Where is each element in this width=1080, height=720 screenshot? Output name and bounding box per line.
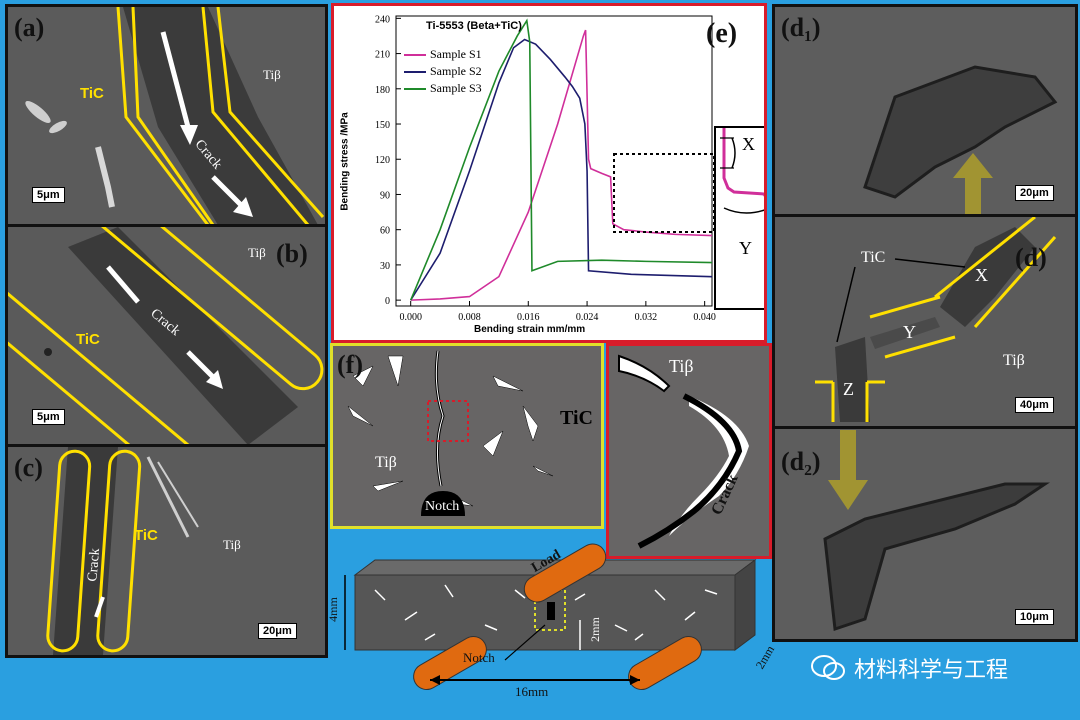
panel-d2: (d₂) 10μm bbox=[772, 426, 1078, 642]
tic-label: TiC bbox=[134, 527, 158, 544]
notch-label: Notch bbox=[425, 499, 460, 514]
panel-f-image bbox=[347, 350, 554, 516]
x-tick-label: 0.024 bbox=[576, 312, 599, 323]
y-tick-label: 150 bbox=[375, 120, 390, 131]
region-z-label: Z bbox=[843, 379, 854, 399]
y-tick-label: 90 bbox=[380, 190, 390, 201]
region-x-label: X bbox=[975, 265, 988, 285]
panel-f: (f) Tiβ Notch bbox=[330, 343, 604, 529]
panel-d: (d) TiC Tiβ X Y Z 40μm bbox=[772, 214, 1078, 430]
zoom-inset bbox=[714, 126, 764, 310]
bending-beam-schematic: Load Notch 16mm 4mm 2mm 2mm bbox=[326, 530, 777, 715]
tic-label: TiC bbox=[76, 331, 100, 348]
inset-x-label: X bbox=[742, 134, 755, 154]
ti-beta-label: Tiβ bbox=[263, 67, 281, 82]
watermark: 材料科学与工程 bbox=[810, 648, 1008, 688]
panel-d2-image bbox=[775, 429, 1075, 639]
panel-d1: (d₁) 20μm bbox=[772, 4, 1078, 218]
panel-f-zoom: Tiβ Crack bbox=[606, 343, 772, 559]
panel-c: (c) TiC Tiβ Crack 20μm bbox=[5, 444, 328, 658]
notch-label: Notch bbox=[463, 650, 495, 665]
panel-d2-label: (d₂) bbox=[781, 447, 821, 476]
panel-f-label: (f) bbox=[337, 350, 363, 379]
panel-d1-label: (d₁) bbox=[781, 13, 821, 42]
chart-title: Ti-5553 (Beta+TiC) bbox=[426, 20, 522, 32]
panel-c-label: (c) bbox=[14, 453, 43, 482]
notch-depth-label: 2mm bbox=[587, 617, 602, 642]
wechat-icon bbox=[810, 654, 846, 682]
arrow-down-icon bbox=[828, 430, 868, 510]
y-tick-label: 0 bbox=[385, 296, 390, 307]
x-tick-label: 0.040 bbox=[693, 312, 716, 323]
watermark-text: 材料科学与工程 bbox=[854, 658, 1009, 683]
scale-bar: 10μm bbox=[1015, 609, 1054, 625]
beam-image bbox=[344, 543, 757, 690]
series-line-2 bbox=[410, 38, 713, 301]
ti-beta-label: Tiβ bbox=[669, 356, 694, 376]
y-tick-label: 180 bbox=[375, 85, 390, 96]
span-label: 16mm bbox=[515, 684, 549, 699]
ti-beta-label: Tiβ bbox=[248, 245, 266, 260]
y-tick-label: 60 bbox=[380, 226, 390, 237]
legend-entry-s3: Sample S3 bbox=[404, 80, 482, 97]
y-tick-label: 120 bbox=[375, 155, 390, 166]
x-tick-label: 0.016 bbox=[517, 312, 540, 323]
legend-label: Sample S2 bbox=[430, 64, 482, 78]
x-tick-label: 0.032 bbox=[635, 312, 658, 323]
scale-bar: 20μm bbox=[258, 623, 297, 639]
legend-label: Sample S3 bbox=[430, 81, 482, 95]
legend-entry-s2: Sample S2 bbox=[404, 63, 482, 80]
tic-label: TiC bbox=[861, 249, 886, 266]
panel-d-image bbox=[775, 217, 1075, 427]
chart-xlabel: Bending strain mm/mm bbox=[474, 324, 586, 335]
series-line-3 bbox=[409, 18, 713, 301]
chart-axes: 0.000 0.008 0.016 0.024 0.032 0.040 0 30 60 90 120… bbox=[375, 14, 716, 323]
panel-c-image bbox=[8, 447, 325, 655]
panel-e-label: (e) bbox=[706, 18, 738, 49]
panel-d1-image bbox=[775, 7, 1075, 215]
x-tick-label: 0.000 bbox=[399, 312, 422, 323]
panel-b-label: (b) bbox=[276, 239, 308, 268]
chart-legend: Sample S1 Sample S2 Sample S3 bbox=[404, 46, 482, 97]
tic-label: TiC bbox=[560, 407, 593, 429]
scale-bar: 5μm bbox=[32, 187, 65, 203]
crack-zoom-image bbox=[618, 354, 749, 549]
panel-d-label: (d) bbox=[1015, 243, 1047, 272]
panel-a: (a) TiC Tiβ Crack 5μm bbox=[5, 4, 328, 228]
inset-y-label: Y bbox=[739, 238, 752, 258]
y-tick-label: 210 bbox=[375, 50, 390, 61]
ti-beta-label: Tiβ bbox=[223, 537, 241, 552]
y-tick-label: 30 bbox=[380, 261, 390, 272]
legend-entry-s1: Sample S1 bbox=[404, 46, 482, 63]
panel-a-label: (a) bbox=[14, 13, 45, 42]
crack-label: Crack bbox=[85, 547, 104, 583]
arrow-up-icon bbox=[953, 153, 993, 228]
region-y-label: Y bbox=[903, 322, 916, 342]
legend-label: Sample S1 bbox=[430, 47, 482, 61]
scale-bar: 20μm bbox=[1015, 185, 1054, 201]
chart-ylabel: Bending stress /MPa bbox=[339, 112, 351, 211]
ti-beta-label: Tiβ bbox=[375, 454, 397, 471]
ti-beta-label: Tiβ bbox=[1003, 352, 1025, 369]
bending-chart: 0.000 0.008 0.016 0.024 0.032 0.040 0 30 60 90 120… bbox=[375, 14, 716, 323]
panel-b: (b) TiC Tiβ Crack 5μm bbox=[5, 224, 328, 448]
tic-label: TiC bbox=[80, 85, 104, 102]
x-tick-label: 0.008 bbox=[458, 312, 481, 323]
panel-e: 0.000 0.008 0.016 0.024 0.032 0.040 0 30 60 90 120… bbox=[331, 3, 767, 343]
scale-bar: 5μm bbox=[32, 409, 65, 425]
scale-bar: 40μm bbox=[1015, 397, 1054, 413]
height-label: 4mm bbox=[325, 597, 340, 622]
y-tick-label: 240 bbox=[375, 14, 390, 25]
panel-b-image bbox=[8, 227, 325, 445]
